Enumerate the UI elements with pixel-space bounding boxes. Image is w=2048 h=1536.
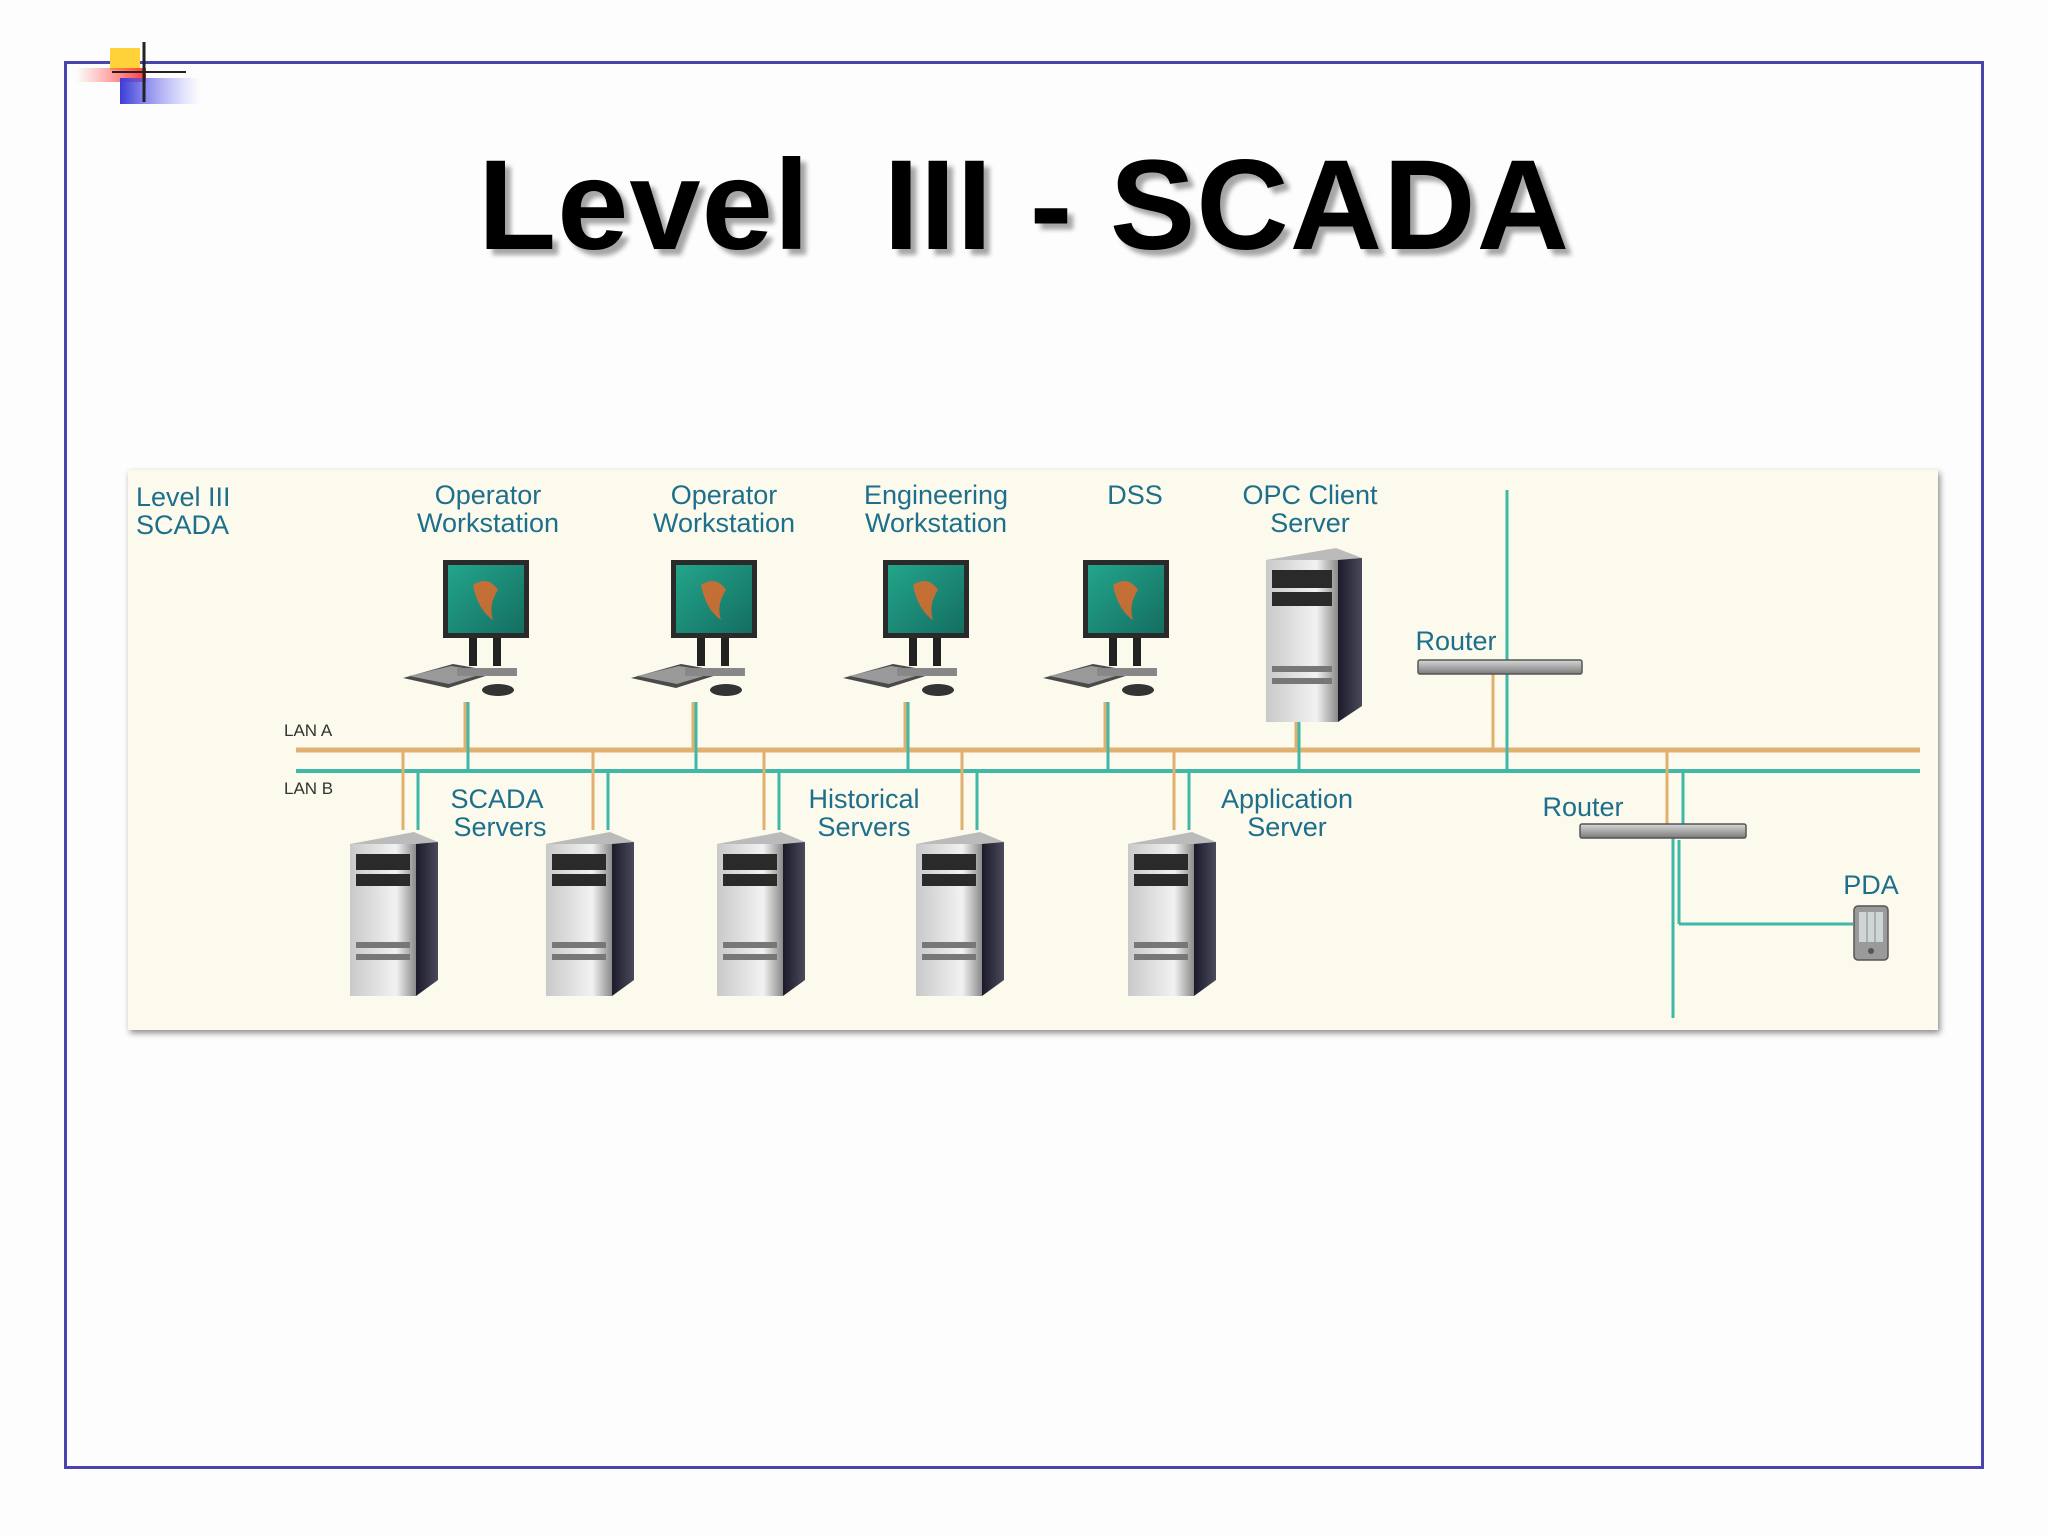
router-top-label: Router xyxy=(1415,626,1496,656)
group-label-application-line-2: Server xyxy=(1247,812,1327,842)
server-tower-icon xyxy=(546,832,634,996)
router-icon xyxy=(1579,823,1747,839)
group-label-application-line-1: Application xyxy=(1221,784,1353,814)
level-label-line-1: Level III xyxy=(136,482,231,512)
node-label-operator-1-line-1: Operator xyxy=(435,480,542,510)
workstation-icon xyxy=(631,560,757,696)
lan-b-label: LAN B xyxy=(284,779,333,798)
lan-a-label: LAN A xyxy=(284,721,333,740)
router-icon xyxy=(1417,659,1583,675)
slide-border xyxy=(64,61,1984,1469)
group-label-historical-line-2: Servers xyxy=(817,812,910,842)
server-tower-icon xyxy=(717,832,805,996)
group-label-scada-line-1: SCADA xyxy=(450,784,543,814)
node-label-engineering-line-2: Workstation xyxy=(865,508,1007,538)
node-label-operator-2-line-2: Workstation xyxy=(653,508,795,538)
drop-lines xyxy=(401,490,1853,1018)
node-label-operator-1-line-2: Workstation xyxy=(417,508,559,538)
group-label-historical-line-1: Historical xyxy=(808,784,919,814)
server-tower-icon xyxy=(916,832,1004,996)
slide-title: Level III - SCADA xyxy=(478,134,1570,277)
node-label-opc-line-1: OPC Client xyxy=(1242,480,1378,510)
workstation-icon xyxy=(843,560,969,696)
router-bottom-label: Router xyxy=(1542,792,1623,822)
server-tower-icon xyxy=(1128,832,1216,996)
server-tower-icon xyxy=(1266,548,1362,722)
node-label-operator-2-line-1: Operator xyxy=(671,480,778,510)
slide-corner-decoration xyxy=(76,42,200,104)
pda-icon xyxy=(1853,905,1889,961)
pda-label: PDA xyxy=(1843,870,1899,900)
group-label-scada-line-2: Servers xyxy=(453,812,546,842)
server-tower-icon xyxy=(350,832,438,996)
node-label-dss: DSS xyxy=(1107,480,1163,510)
scada-network-diagram: Level III SCADA LAN A LAN B xyxy=(128,470,1938,1030)
network-diagram-svg: Level III SCADA LAN A LAN B xyxy=(136,480,1920,1018)
node-label-opc-line-2: Server xyxy=(1270,508,1350,538)
workstation-icon xyxy=(403,560,529,696)
node-label-engineering-line-1: Engineering xyxy=(864,480,1008,510)
level-label-line-2: SCADA xyxy=(136,510,229,540)
workstation-icon xyxy=(1043,560,1169,696)
